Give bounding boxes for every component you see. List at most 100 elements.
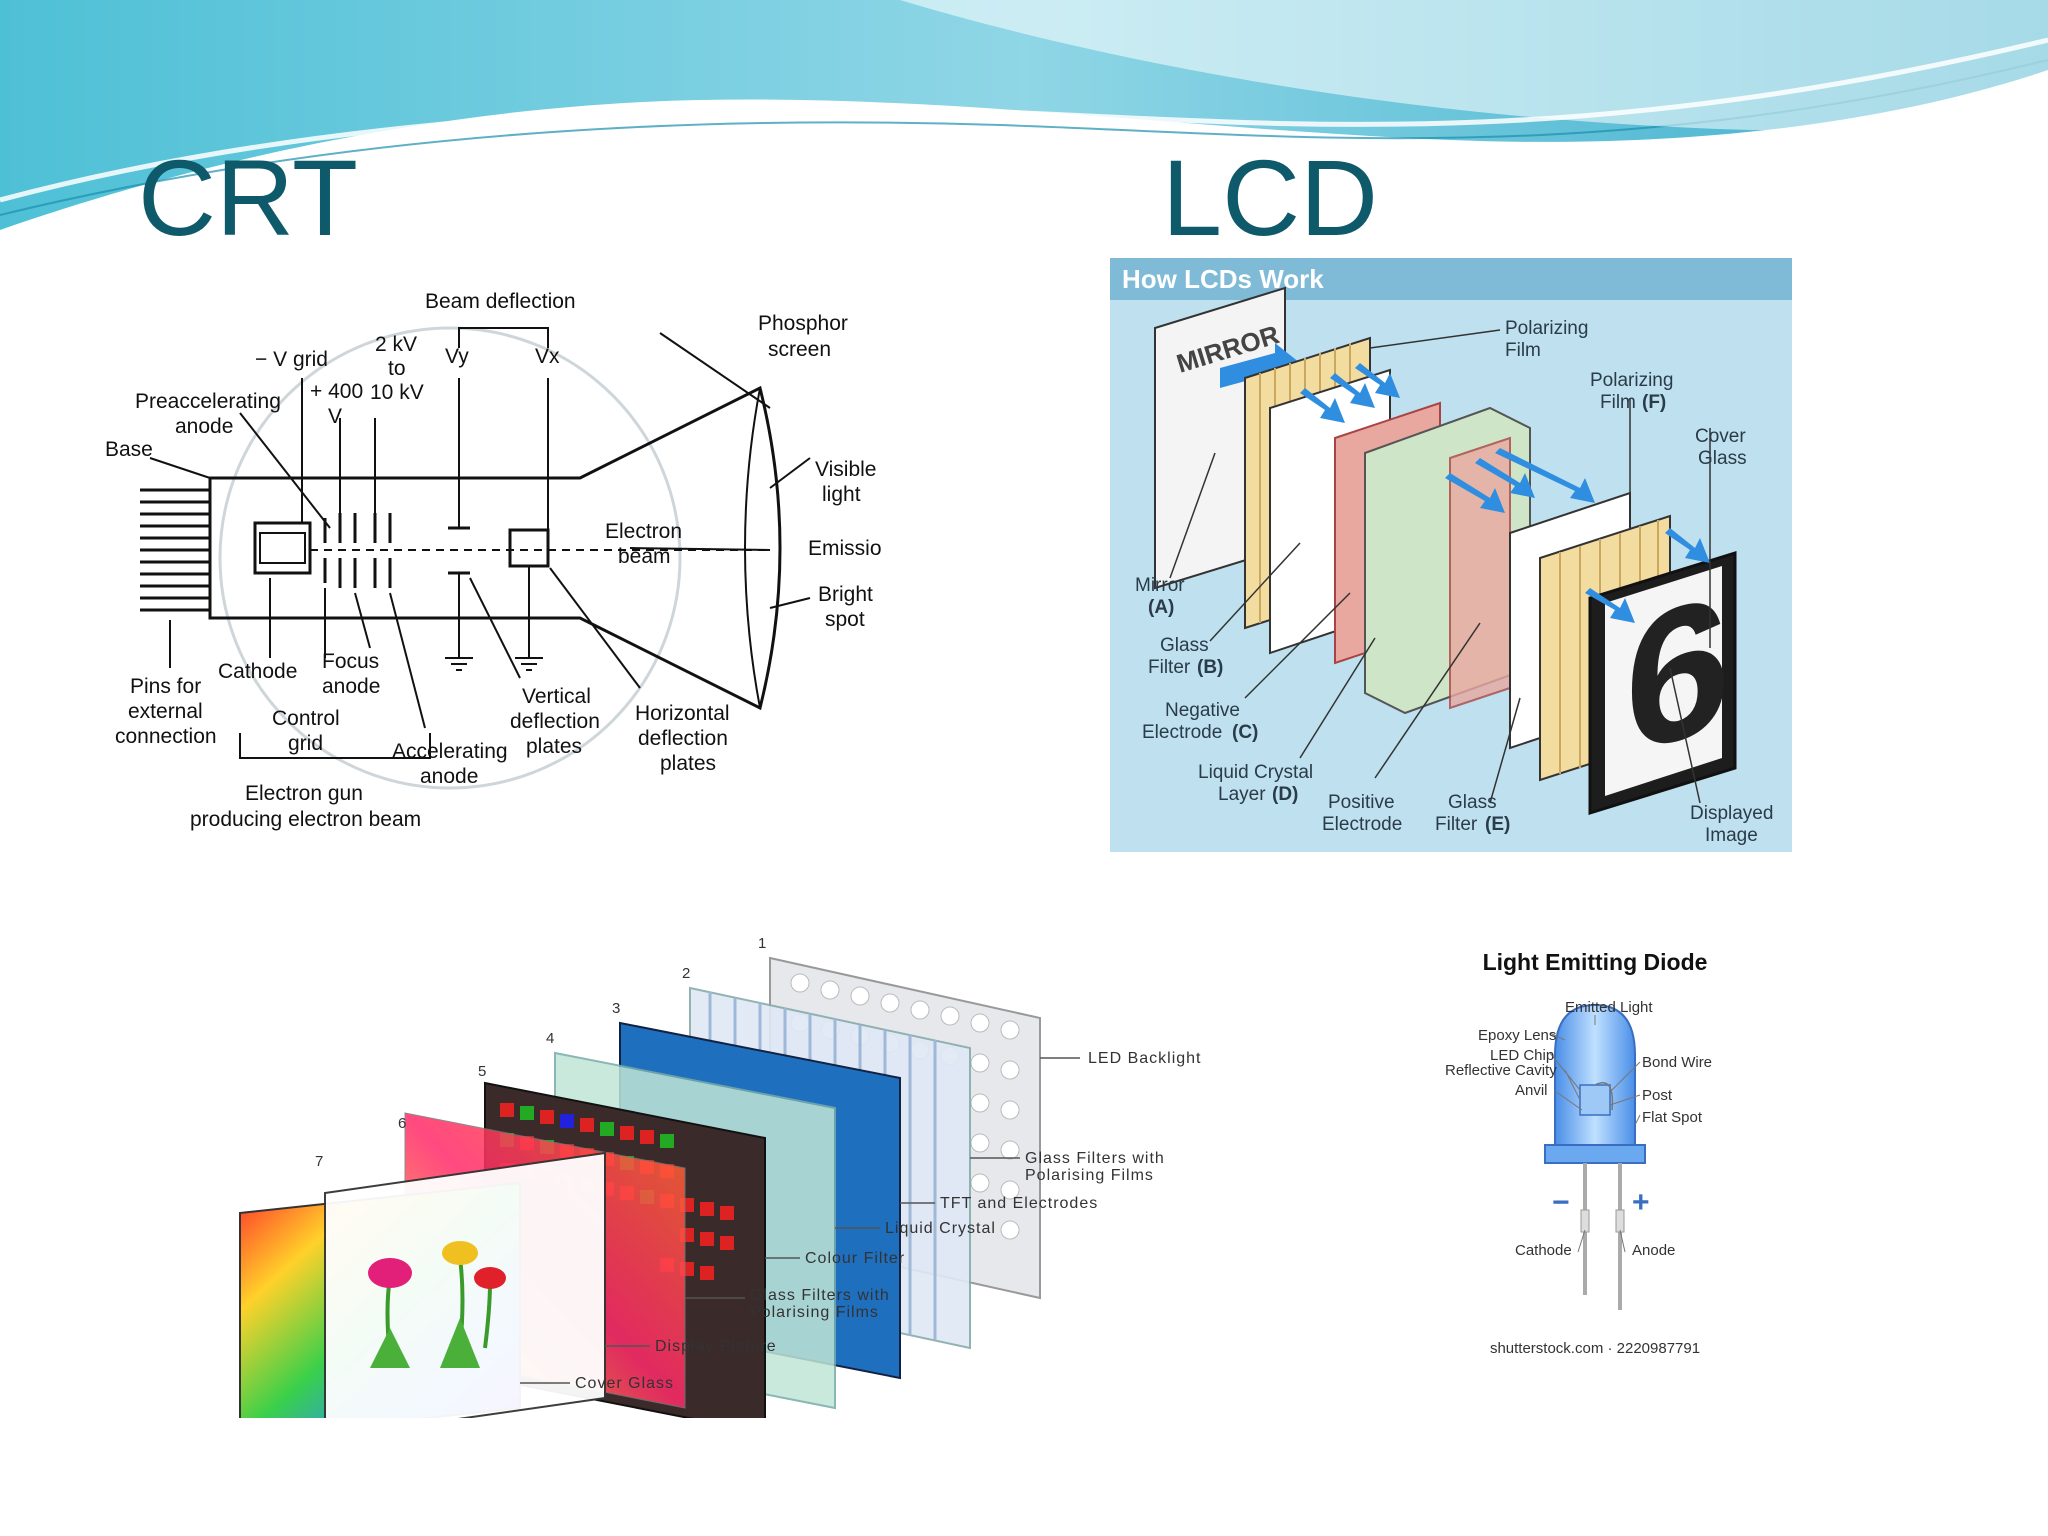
title-crt: CRT [138,137,359,258]
label-glass-pol-1: Glass Filters with [1025,1150,1165,1167]
label-neg-2: Electrode [1142,722,1222,743]
label-2kv-3: 10 kV [370,381,424,404]
label-preaccel-1: Preaccelerating [135,390,281,413]
base-pins [140,488,210,612]
label-glass-pol-2: Polarising Films [1025,1167,1154,1184]
led-epoxy-lens [1554,1003,1636,1146]
label-electron-1: Electron [605,520,682,543]
label-glass-b-3: (B) [1197,657,1223,678]
led-label-anode: Anode [1632,1242,1675,1259]
lcd-header: How LCDs Work [1122,264,1324,294]
led-base-rim [1544,1144,1646,1164]
lcd-layers-diagram: 1 2 3 4 5 6 7 LED Backlight Glass Filter… [190,928,1280,1418]
label-vx: Vx [535,345,560,368]
label-electron-2: beam [618,545,671,568]
label-pins-2: external [128,700,203,723]
label-neg-1: Negative [1165,700,1240,721]
layer-num-2: 2 [682,965,690,982]
label-v-grid: − V grid [255,348,328,371]
label-mirror-1: Mirror [1135,575,1185,596]
tube-outline [208,385,782,711]
label-vert-1: Vertical [522,685,591,708]
label-400-1: + 400 [310,380,363,403]
label-polarizing-f-2: Film [1600,392,1636,413]
layer-num-7: 7 [315,1153,323,1170]
layer-num-5: 5 [478,1063,486,1080]
label-horiz-1: Horizontal [635,702,730,725]
led-label-epoxy: Epoxy Lens [1478,1027,1556,1044]
cathode-block [253,521,312,575]
label-lc-1: Liquid Crystal [1198,762,1313,783]
led-label-cathode: Cathode [1515,1242,1572,1259]
label-horiz-2: deflection [638,727,728,750]
label-vert-3: plates [526,735,582,758]
led-minus-sign: − [1552,1186,1570,1219]
label-pins-1: Pins for [130,675,201,698]
label-400-2: V [328,405,342,428]
label-polarizing-f-3: (F) [1642,392,1666,413]
label-pos-1: Positive [1328,792,1395,813]
label-glass-pol2-2: Polarising Films [750,1304,879,1321]
flower-image [368,1241,506,1368]
title-lcd: LCD [1162,137,1379,258]
label-glass-pol2-1: Glass Filters with [750,1287,890,1304]
label-bright-1: Bright [818,583,873,606]
label-bright-2: spot [825,608,865,631]
lcd-diagram: How LCDs Work MIRROR 6 [1110,258,1792,852]
label-neg-3: (C) [1232,722,1258,743]
label-phosphor-2: screen [768,338,831,361]
displayed-digit: 6 [1625,552,1731,796]
label-preaccel-2: anode [175,415,233,438]
led-reflective-cavity [1579,1084,1611,1116]
label-pos-2: Electrode [1322,814,1402,835]
label-displayed-2: Image [1705,825,1758,846]
label-tft: TFT and Electrodes [940,1195,1098,1212]
label-cathode: Cathode [218,660,297,683]
label-emission: Emissio [808,537,882,560]
label-led-backlight: LED Backlight [1088,1050,1202,1067]
label-cover-2: Glass [1698,448,1747,469]
label-polarizing-film-2: Film [1505,340,1541,361]
led-label-anvil: Anvil [1515,1082,1548,1099]
label-pins-3: connection [115,725,217,748]
label-colour-filter: Colour Filter [805,1250,905,1267]
label-glass-e-3: (E) [1485,814,1510,835]
lcd-header-bar [1110,258,1792,300]
label-gun-1: Electron gun [245,782,363,805]
layer-cover-glass [324,1151,606,1418]
header-wave [0,0,2048,230]
led-label-emitted: Emitted Light [1565,999,1653,1016]
light-arrows [1300,363,1710,623]
label-2kv-2: to [388,357,406,380]
watermark-circle [218,326,682,790]
led-label-flat: Flat Spot [1642,1109,1703,1126]
label-phosphor-1: Phosphor [758,312,848,335]
label-gun-2: producing electron beam [190,808,421,831]
led-credit: shutterstock.com · 2220987791 [1490,1340,1700,1357]
label-glass-e-2: Filter [1435,814,1478,835]
layer-num-1: 1 [758,935,766,952]
led-label-reflective: Reflective Cavity [1445,1062,1557,1079]
label-horiz-3: plates [660,752,716,775]
label-focus-2: anode [322,675,380,698]
label-visible-1: Visible [815,458,876,481]
layer-num-3: 3 [612,1000,620,1017]
label-vy: Vy [445,345,469,368]
label-display-picture: Display Picture [655,1338,777,1355]
label-cover-1: Cover [1695,426,1746,447]
led-label-chip: LED Chip [1490,1047,1554,1064]
layer-num-6: 6 [398,1115,406,1132]
label-lc-2: Layer [1218,784,1266,805]
label-displayed-1: Displayed [1690,803,1773,824]
led-title: Light Emitting Diode [1483,949,1708,975]
label-liquid-crystal: Liquid Crystal [885,1220,996,1237]
label-base: Base [105,438,153,461]
label-lc-3: (D) [1272,784,1298,805]
label-accel-2: anode [420,765,478,788]
layer-num-4: 4 [546,1030,554,1047]
label-glass-b-1: Glass [1160,635,1209,656]
label-control-1: Control [272,707,340,730]
led-diagram: Light Emitting Diode Emitted Light Epoxy… [1420,925,1770,1365]
led-label-post: Post [1642,1087,1673,1104]
label-2kv-1: 2 kV [375,333,417,356]
